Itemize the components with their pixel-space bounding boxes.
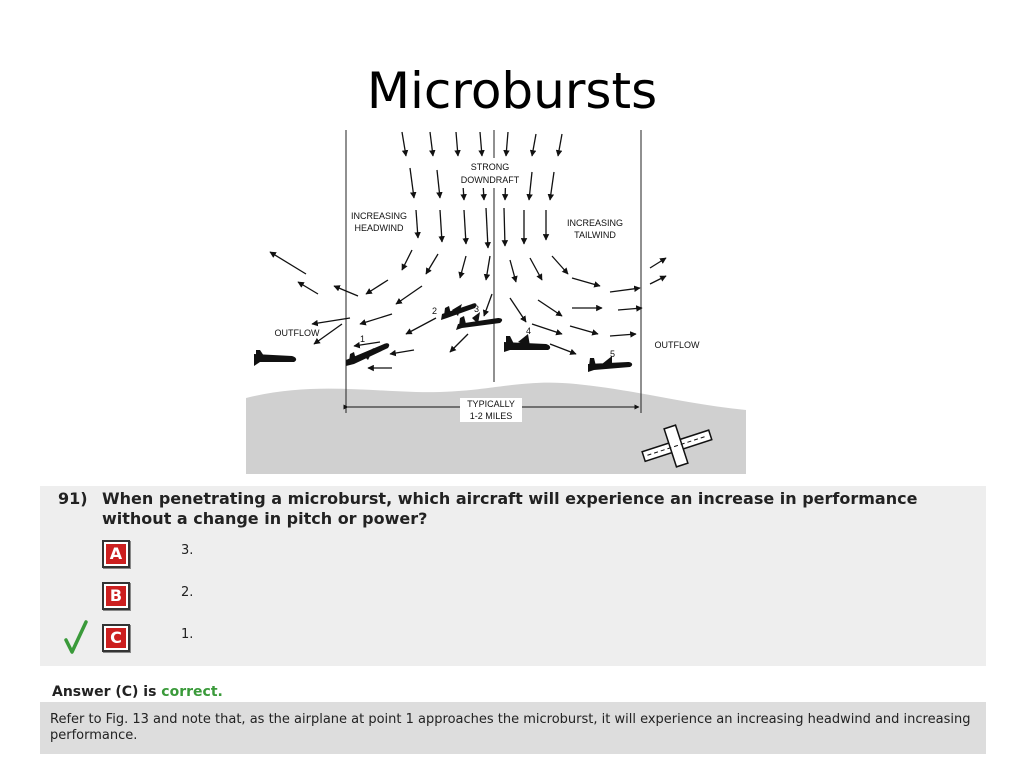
left-outflow-arrows bbox=[269, 249, 493, 372]
label-increasing-headwind-1: INCREASING bbox=[351, 211, 407, 221]
option-b[interactable]: B 2. bbox=[40, 582, 440, 610]
aircraft-2 bbox=[441, 303, 477, 320]
label-increasing-headwind-2: HEADWIND bbox=[355, 223, 404, 233]
explanation-text: Refer to Fig. 13 and note that, as the a… bbox=[50, 712, 971, 743]
label-point-3: 3 bbox=[474, 304, 479, 314]
option-c-text: 1. bbox=[181, 627, 194, 642]
option-c-letter: C bbox=[106, 628, 126, 648]
question-text: When penetrating a microburst, which air… bbox=[102, 489, 918, 528]
option-b-text: 2. bbox=[181, 585, 194, 600]
question-number: 91) bbox=[58, 489, 88, 508]
option-b-letter-badge[interactable]: B bbox=[102, 582, 130, 610]
answer-line: Answer (C) is correct. bbox=[52, 684, 223, 700]
option-a[interactable]: A 3. bbox=[40, 540, 440, 568]
aircraft-4 bbox=[504, 334, 551, 352]
check-mark-icon bbox=[64, 620, 88, 654]
aircraft-5 bbox=[588, 356, 633, 372]
option-a-letter-badge[interactable]: A bbox=[102, 540, 130, 568]
aircraft-1 bbox=[346, 343, 390, 366]
answer-status: correct. bbox=[161, 684, 223, 700]
label-outflow-right: OUTFLOW bbox=[655, 340, 701, 350]
aircraft-silhouettes bbox=[254, 303, 633, 372]
aircraft-3 bbox=[456, 312, 503, 330]
microburst-diagram: STRONG DOWNDRAFT INCREASING HEADWIND INC… bbox=[246, 130, 746, 474]
runway bbox=[641, 424, 713, 468]
aircraft-0 bbox=[254, 350, 297, 366]
explanation-panel: Refer to Fig. 13 and note that, as the a… bbox=[40, 702, 986, 754]
label-point-5: 5 bbox=[610, 349, 615, 359]
option-a-letter: A bbox=[106, 544, 126, 564]
right-outflow-arrows bbox=[509, 255, 667, 355]
label-outflow-left: OUTFLOW bbox=[275, 328, 321, 338]
label-downdraft: DOWNDRAFT bbox=[461, 175, 520, 185]
label-point-2: 2 bbox=[432, 306, 437, 316]
answer-prefix: Answer (C) is bbox=[52, 684, 157, 700]
option-c-letter-badge[interactable]: C bbox=[102, 624, 130, 652]
option-a-text: 3. bbox=[181, 543, 194, 558]
slide-title: Microbursts bbox=[366, 62, 658, 120]
label-increasing-tailwind-2: TAILWIND bbox=[574, 230, 616, 240]
label-typically-1: TYPICALLY bbox=[467, 399, 515, 409]
option-c[interactable]: C 1. bbox=[40, 620, 440, 654]
label-point-1: 1 bbox=[360, 334, 365, 344]
option-b-letter: B bbox=[106, 586, 126, 606]
label-increasing-tailwind-1: INCREASING bbox=[567, 218, 623, 228]
downdraft-arrows bbox=[401, 131, 563, 249]
label-typically-2: 1-2 MILES bbox=[470, 411, 513, 421]
question-panel: 91) When penetrating a microburst, which… bbox=[40, 486, 986, 666]
label-strong: STRONG bbox=[471, 162, 510, 172]
label-point-4: 4 bbox=[526, 326, 531, 336]
